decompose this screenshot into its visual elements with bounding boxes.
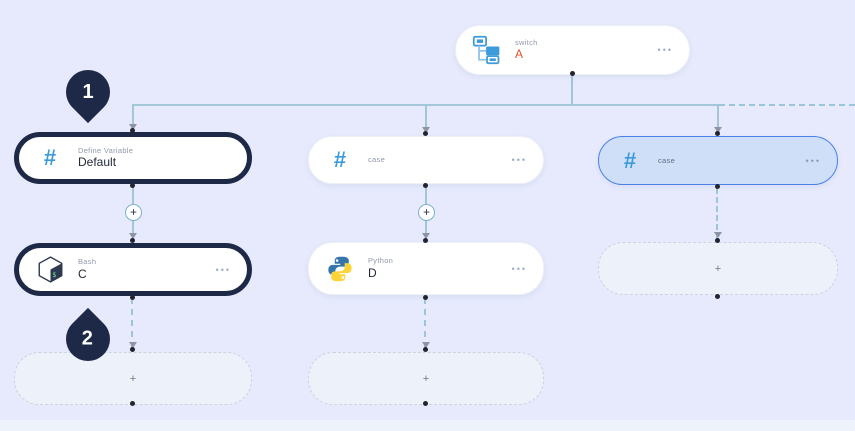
port-dot <box>715 131 720 136</box>
python-icon <box>325 255 355 283</box>
port-dot <box>130 183 135 188</box>
arrowhead-icon <box>129 342 137 348</box>
port-dot <box>130 295 135 300</box>
port-dot <box>130 347 135 352</box>
node-python[interactable]: Python D ••• <box>308 242 544 295</box>
port-dot <box>423 295 428 300</box>
arrowhead-icon <box>422 233 430 239</box>
node-labels: Define Variable Default <box>78 146 133 170</box>
arrowhead-icon <box>714 232 722 238</box>
node-case-middle[interactable]: # case ••• <box>308 136 544 184</box>
node-type-label: case <box>368 155 386 165</box>
arrowhead-icon <box>129 124 137 130</box>
connector-branch-bar-dashed <box>719 104 855 106</box>
connector-drop-right <box>717 105 719 133</box>
node-type-label: Python <box>368 256 394 266</box>
node-labels: case <box>658 156 675 165</box>
svg-text:$: $ <box>52 271 56 279</box>
port-dot <box>423 347 428 352</box>
node-name: A <box>515 47 524 62</box>
connector-drop-mid <box>425 105 427 133</box>
arrowhead-icon <box>422 127 430 133</box>
port-dot <box>130 238 135 243</box>
step-marker-1: 1 <box>56 60 120 124</box>
canvas-edge-strip <box>0 420 855 431</box>
add-step-button[interactable]: + <box>125 204 142 221</box>
bash-icon: $ <box>35 256 65 283</box>
port-dot <box>570 71 575 76</box>
arrowhead-icon <box>714 127 722 133</box>
node-menu-button[interactable]: ••• <box>657 45 673 55</box>
node-menu-button[interactable]: ••• <box>511 155 527 165</box>
connector-left-row34-dashed <box>131 298 133 348</box>
node-menu-button[interactable]: ••• <box>805 155 821 166</box>
connector-right-row23-dashed <box>716 188 718 239</box>
arrowhead-icon <box>129 233 137 239</box>
port-dot <box>715 184 720 189</box>
port-dot <box>130 401 135 406</box>
node-labels: Bash C <box>78 257 96 281</box>
arrowhead-icon <box>422 342 430 348</box>
node-switch[interactable]: switch A ••• <box>455 25 690 75</box>
switch-tree-icon <box>472 35 502 65</box>
port-dot <box>423 401 428 406</box>
step-marker-1-label: 1 <box>82 80 94 103</box>
node-type-label: Define Variable <box>78 145 134 155</box>
node-case-right-selected[interactable]: # case ••• <box>598 136 838 185</box>
hash-icon: # <box>333 147 347 172</box>
node-type-label: case <box>658 155 676 165</box>
node-labels: switch A <box>515 38 538 62</box>
port-dot <box>423 131 428 136</box>
node-type-label: switch <box>515 37 538 47</box>
step-marker-2-label: 2 <box>82 327 94 350</box>
port-dot <box>423 183 428 188</box>
connector-drop-left <box>132 105 134 130</box>
connector-mid-row34-dashed <box>424 298 426 348</box>
placeholder-node-right[interactable]: + <box>598 242 838 295</box>
port-dot <box>423 238 428 243</box>
port-dot <box>715 238 720 243</box>
node-menu-button[interactable]: ••• <box>511 263 527 274</box>
add-step-button[interactable]: + <box>418 204 435 221</box>
node-labels: Python D <box>368 256 393 280</box>
placeholder-plus-icon: + <box>422 372 430 385</box>
placeholder-node-middle[interactable]: + <box>308 352 544 405</box>
hash-icon: # <box>43 145 57 170</box>
placeholder-plus-icon: + <box>714 262 722 275</box>
connector-switch-drop <box>571 74 573 105</box>
node-name: C <box>78 266 87 281</box>
placeholder-node-left[interactable]: + <box>14 352 252 405</box>
port-dot <box>130 128 135 133</box>
node-name: Default <box>78 155 117 170</box>
node-name: D <box>368 265 377 280</box>
node-menu-button[interactable]: ••• <box>215 264 231 275</box>
node-type-label: Bash <box>78 257 97 267</box>
port-dot <box>715 294 720 299</box>
placeholder-plus-icon: + <box>129 372 137 385</box>
node-labels: case <box>368 155 385 164</box>
node-define-variable[interactable]: # Define Variable Default <box>14 132 252 184</box>
hash-icon: # <box>623 147 637 173</box>
node-bash[interactable]: $ Bash C ••• <box>14 243 252 296</box>
